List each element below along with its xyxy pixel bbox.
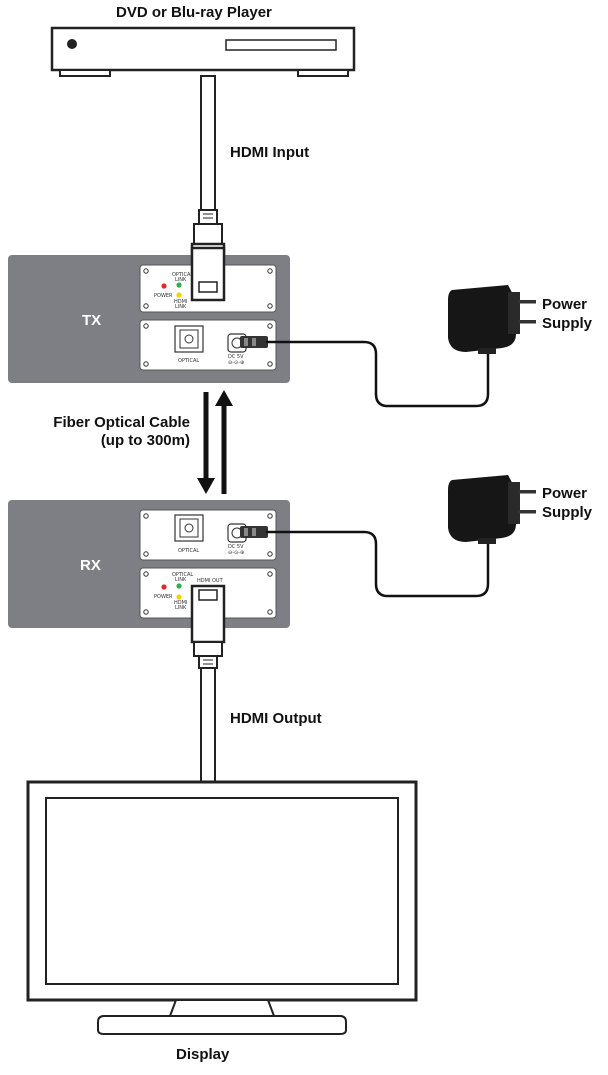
svg-text:⊖-⊙-⊕: ⊖-⊙-⊕ <box>228 550 244 556</box>
arrow-down-icon <box>197 478 215 494</box>
rx-optical-link-label-1: OPTICAL <box>172 572 193 578</box>
fiber-cable-arrows <box>197 390 233 494</box>
rx-unit: OPTICAL DC 5V ⊖-⊙-⊕ OPTICAL LINK POWER H… <box>8 500 290 644</box>
rx-label: RX <box>80 557 101 574</box>
tx-optical-panel: OPTICAL DC 5V ⊖-⊙-⊕ <box>139 319 277 371</box>
rx-power-label: POWER <box>154 594 173 600</box>
power-supply-2-label-line2: Supply <box>542 504 593 521</box>
hdmi-input-label: HDMI Input <box>230 144 310 161</box>
svg-text:⊖-⊙-⊕: ⊖-⊙-⊕ <box>228 360 244 366</box>
rx-optical-panel: OPTICAL DC 5V ⊖-⊙-⊕ <box>139 509 277 561</box>
display-label: Display <box>176 1046 230 1063</box>
rx-hdmi-out-label: HDMI OUT <box>197 578 224 584</box>
power-adapter-1-icon <box>448 285 536 354</box>
tx-unit: OPTICAL LINK POWER HDMI LINK OPTICAL DC … <box>8 246 290 383</box>
rx-optical-label: OPTICAL <box>178 548 199 554</box>
tx-dc5v-label: DC 5V <box>228 354 244 360</box>
tx-hdmi-plug <box>190 246 226 302</box>
rx-dc5v-label: DC 5V <box>228 544 244 550</box>
power-supply-1-label-line2: Supply <box>542 315 593 332</box>
arrow-up-icon <box>215 390 233 406</box>
dvd-player-icon <box>50 26 356 77</box>
tx-hdmi-link-label-1: HDMI <box>174 299 187 305</box>
tx-optical-link-label-1: OPTICAL <box>172 272 193 278</box>
player-label: DVD or Blu-ray Player <box>116 4 272 21</box>
tx-hdmi-panel: OPTICAL LINK POWER HDMI LINK <box>139 246 277 313</box>
rx-power-cable <box>266 530 490 598</box>
fiber-cable-label-line1: Fiber Optical Cable <box>53 414 190 431</box>
power-adapter-2-icon <box>448 475 536 544</box>
tx-power-label: POWER <box>154 293 173 299</box>
rx-hdmi-link-label-1: HDMI <box>174 600 187 606</box>
rx-hdmi-link-label-2: LINK <box>175 605 187 611</box>
power-supply-2-label-line1: Power <box>542 485 588 502</box>
tx-optical-link-label-2: LINK <box>175 277 187 283</box>
rx-optical-link-label-2: LINK <box>175 577 187 583</box>
fiber-cable-label-line2: (up to 300m) <box>100 432 190 449</box>
tx-hdmi-link-label-2: LINK <box>175 304 187 310</box>
tx-label: TX <box>82 312 101 329</box>
hdmi-output-cable <box>193 641 223 783</box>
tx-optical-label: OPTICAL <box>178 358 199 364</box>
tx-power-cable <box>266 340 490 408</box>
hdmi-output-label: HDMI Output <box>230 710 322 727</box>
power-supply-1-label-line1: Power <box>542 296 588 313</box>
display-icon <box>26 780 418 1035</box>
rx-hdmi-panel: OPTICAL LINK POWER HDMI LINK HDMI OUT <box>139 567 277 644</box>
